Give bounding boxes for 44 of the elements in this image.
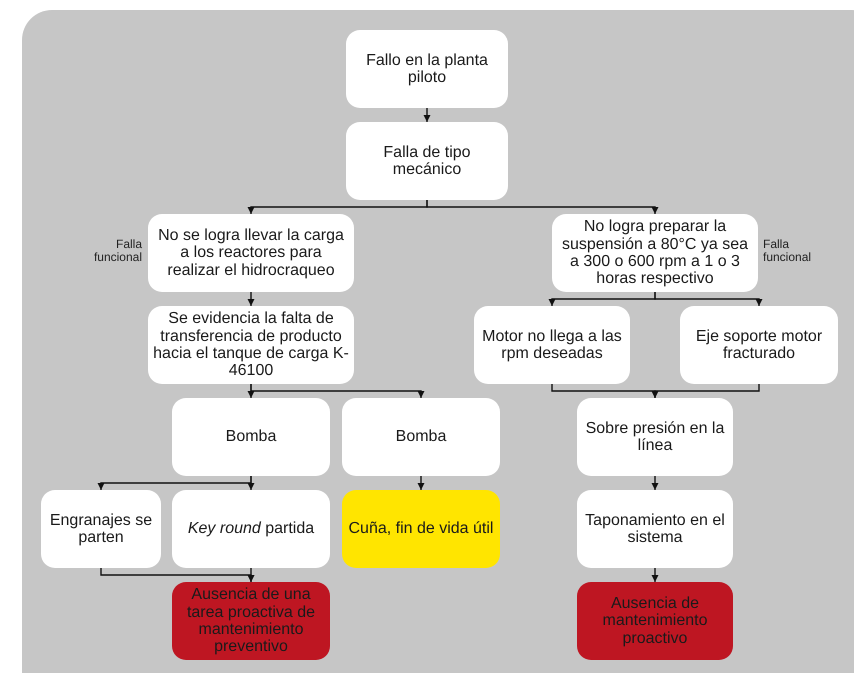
node-text: Eje soporte motor fracturado [694,328,824,362]
arrow [424,108,430,122]
node-text: Ausencia de mantenimiento proactivo [602,595,708,647]
node-text: Bomba [226,428,276,446]
side-label: Falla funcional [92,238,142,264]
process-box [577,398,733,476]
arrow [418,476,424,490]
highlight-box [342,490,500,568]
process-box [680,306,838,384]
process-box [474,306,630,384]
arrow [652,476,658,490]
node-text: Cuña, fin de vida útil [348,520,494,538]
node-text: No se logra llevar la carga a los reactores para realizar el hidrocraqueo [157,227,345,279]
arrow [248,292,254,306]
node-text: Engranajes se parten [48,512,154,546]
arrow [426,200,658,214]
node-text: Motor no llega a las rpm deseadas [481,328,623,362]
node-text: Fallo en la planta piloto [365,52,489,86]
arrow [652,384,760,398]
root-cause-box [172,582,330,660]
arrow [248,476,254,490]
arrow [654,292,762,306]
process-box [552,214,758,292]
process-box [577,490,733,568]
arrow [250,384,424,398]
process-box [342,398,500,476]
side-label: Falla funcional [763,238,812,264]
node-text: Key round partida [188,520,314,538]
process-box [172,398,330,476]
arrow [652,568,658,582]
process-box [41,490,161,568]
arrow [248,568,254,582]
process-box [346,122,508,200]
process-box [172,490,330,568]
process-box [346,30,508,108]
node-text: Ausencia de una tarea proactiva de mantenimiento preventivo [186,586,316,656]
node-text: No logra preparar la suspensión a 80°C ya sea a 300 o 600 rpm a 1 o 3 horas respectivo [560,218,750,288]
node-text: Taponamiento en el sistema [584,512,726,546]
node-text: Sobre presión en la línea [584,420,726,454]
node-text: Se evidencia la falta de transferencia de producto hacia el tanque de carga K-46100 [152,310,350,380]
root-cause-box [577,582,733,660]
process-box [148,214,354,292]
node-text: Falla de tipo mecánico [382,144,472,178]
node-text: Bomba [396,428,446,446]
